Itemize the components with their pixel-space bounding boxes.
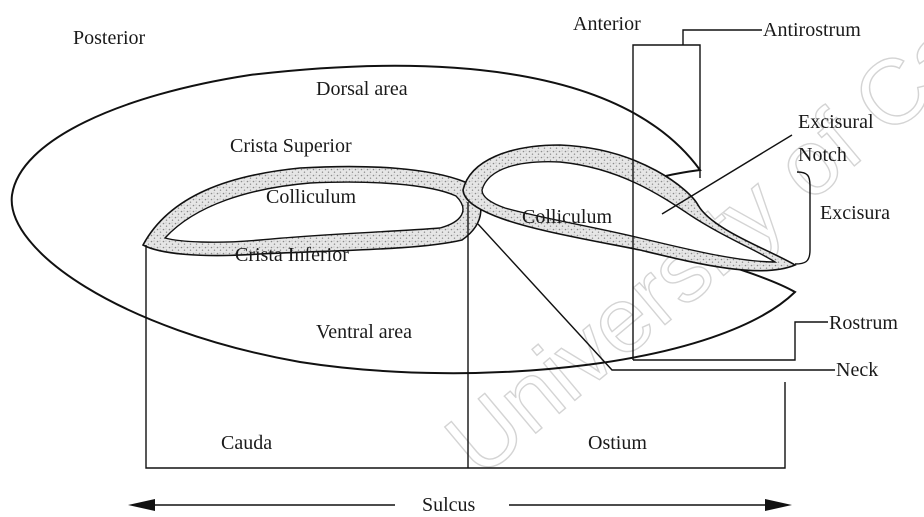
label-crista-inferior: Crista Inferior [235, 244, 349, 266]
label-dorsal-area: Dorsal area [316, 78, 408, 100]
label-excisural: Excisural [798, 111, 874, 133]
label-antirostrum: Antirostrum [763, 19, 861, 41]
antirostrum-bracket [683, 30, 762, 45]
label-notch: Notch [798, 144, 847, 166]
label-neck: Neck [836, 359, 878, 381]
cauda-section-lines [146, 245, 468, 468]
label-ventral-area: Ventral area [316, 321, 412, 343]
label-posterior: Posterior [73, 27, 146, 49]
label-crista-superior: Crista Superior [230, 135, 352, 157]
label-ostium: Ostium [588, 432, 647, 454]
sulcus-arrowhead-left [128, 499, 155, 511]
label-anterior: Anterior [573, 13, 641, 35]
label-cauda: Cauda [221, 432, 272, 454]
label-sulcus: Sulcus [422, 494, 476, 516]
sulcus-arrowhead-right [765, 499, 792, 511]
label-rostrum: Rostrum [829, 312, 898, 334]
label-excisura: Excisura [820, 202, 890, 224]
label-colliculum-cauda: Colliculum [266, 186, 356, 208]
label-colliculum-ostium: Colliculum [522, 206, 612, 228]
